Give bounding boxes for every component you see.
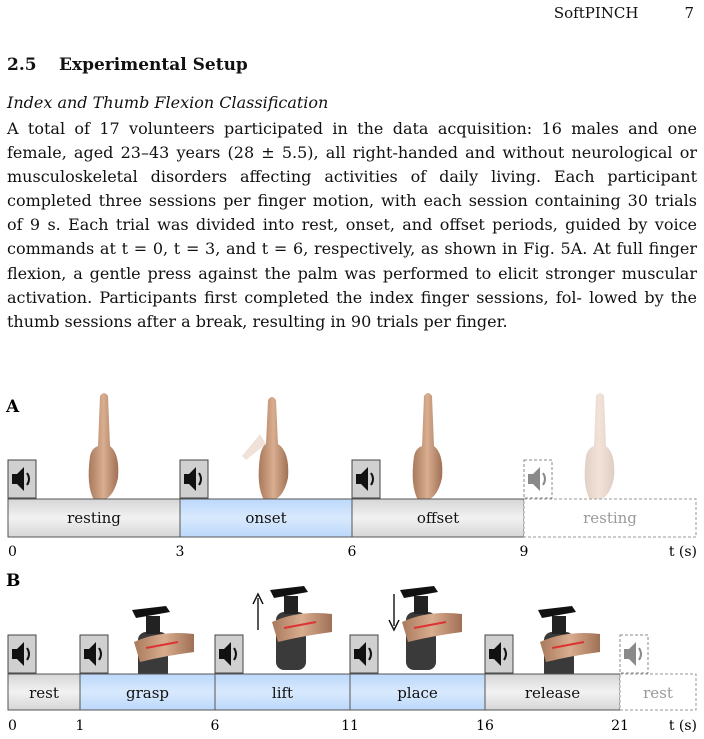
phase-label: grasp [126,684,169,702]
paragraph-line: muscular activation. Participants first … [7,263,697,307]
section-title: Experimental Setup [59,55,248,75]
tick-label: 21 [611,718,629,734]
speaker-icon [484,634,514,674]
tick-label: 6 [348,544,357,560]
paragraph-line: commands at t = 0, t = 3, and t = 6, res… [7,239,643,259]
running-title: SoftPINCH [553,4,639,22]
paragraph-line: of 9 s. Each trial was divided into rest… [7,215,697,235]
hand-rest-image [88,393,119,500]
tick-label: 9 [520,544,529,560]
phase-label: resting [583,509,637,527]
speaker-icon [349,634,379,674]
paragraph-line: finger flexion, a gentle press against t… [7,239,697,283]
up-arrow-icon [252,592,264,630]
phase-label: lift [272,684,293,702]
panel-b-label: B [6,571,20,591]
body-paragraph: A total of 17 volunteers participated in… [7,117,697,334]
hand-offset-image [412,393,443,500]
tick-label: 11 [341,718,359,734]
phase-block [179,498,353,538]
phase-label: resting [67,509,121,527]
page-number: 7 [684,4,694,22]
paragraph-line: or musculoskeletal disorders affecting a… [7,143,697,187]
hand-onset-image [242,397,289,500]
speaker-icon [351,459,381,499]
tick-label: 3 [176,544,185,560]
phase-label: onset [245,509,286,527]
hand-lift-image [269,585,333,671]
paragraph-line: completed three sessions per finger moti… [7,191,697,211]
section-number: 2.5 [7,55,37,75]
hand-rest-faded-image [584,393,615,500]
phase-block [349,673,486,711]
speaker-icon [7,459,37,499]
down-arrow-icon [388,594,400,632]
section-heading: 2.5 Experimental Setup [7,55,248,75]
phase-block [619,673,697,711]
tick-label: 0 [8,544,17,560]
phase-label: rest [29,684,59,702]
phase-label: release [525,684,580,702]
paragraph-line: lowed by the thumb sessions after a brea… [7,287,698,331]
tick-label: 0 [8,718,17,734]
hand-place-image [399,585,463,671]
speaker-icon [179,459,209,499]
speaker-faded-icon [619,634,649,674]
phase-block [523,498,697,538]
tick-label: 16 [476,718,494,734]
speaker-icon [7,634,37,674]
phase-label: offset [417,509,459,527]
axis-label: t (s) [669,544,697,560]
subsection-heading: Index and Thumb Flexion Classification [7,93,329,112]
phase-block [7,673,81,711]
axis-label: t (s) [669,718,697,734]
phase-block [79,673,216,711]
speaker-icon [79,634,109,674]
running-head: SoftPINCH 7 [554,4,694,22]
speaker-faded-icon [523,459,553,499]
paragraph-line: female, aged 23–43 years (28 ± 5.5), all… [7,143,673,163]
figure-svg: A resting onset offset resting 0 3 6 9 t (s) B [5,393,697,734]
phase-label: rest [643,684,673,702]
paragraph-line: A total of 17 volunteers participated in… [7,119,697,138]
phase-block [351,498,525,538]
figure-5: A resting onset offset resting 0 3 6 9 t (s) B [0,390,704,739]
phase-block [484,673,621,711]
panel-a-label: A [5,397,20,417]
tick-label: 6 [211,718,220,734]
phase-block [7,498,181,538]
speaker-icon [214,634,244,674]
panel-a-timeline: resting onset offset resting 0 3 6 9 t (s) [7,498,697,560]
tick-label: 1 [76,718,85,734]
phase-label: place [397,684,438,702]
